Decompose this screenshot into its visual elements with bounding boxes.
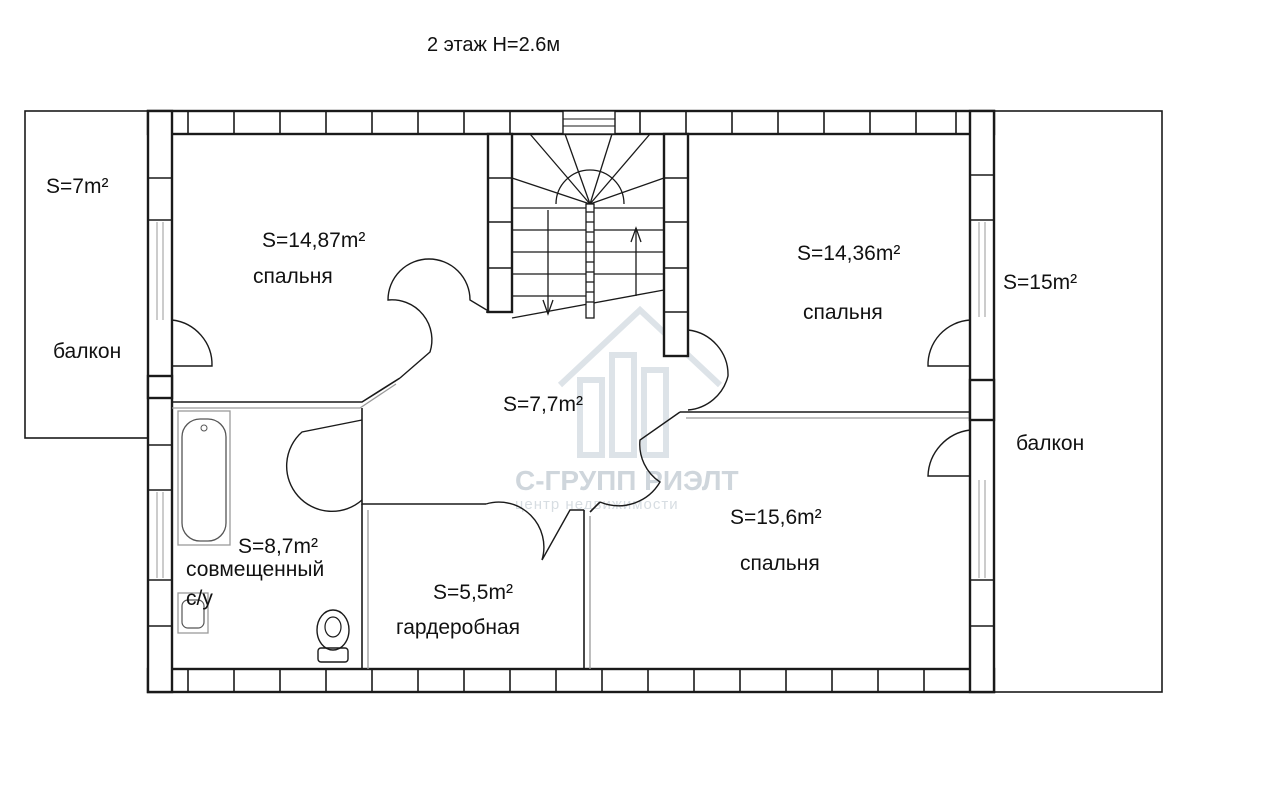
toilet: [316, 609, 350, 663]
watermark-text: С-ГРУПП РИЭЛТ: [515, 465, 739, 496]
wardrobe-area: S=5,5m²: [433, 581, 513, 604]
bedroom-ne-label: спальня: [803, 301, 883, 324]
bedroom-nw-label: спальня: [253, 265, 333, 288]
bedroom-se-area: S=15,6m²: [730, 506, 822, 529]
bedroom-ne-area: S=14,36m²: [797, 242, 900, 265]
balcony-west-label: балкон: [53, 340, 121, 363]
wardrobe-label: гардеробная: [396, 616, 520, 639]
staircase: [511, 133, 665, 319]
interior-partitions: [172, 311, 970, 669]
balcony-west-outline: [24, 110, 151, 439]
bathroom-label-line2: с/у: [186, 587, 213, 610]
wall-bricks: [148, 111, 994, 692]
watermark-logo: [557, 305, 723, 458]
window-top: [562, 110, 616, 135]
bathtub: [177, 410, 231, 546]
balcony-east-label: балкон: [1016, 432, 1084, 455]
balcony-east-area: S=15m²: [1003, 271, 1077, 294]
wall-stub-west: [146, 374, 174, 400]
windows-side: [150, 222, 992, 578]
stair-walls: [486, 132, 690, 358]
door-swings: [171, 258, 971, 561]
bathroom-label-line1: совмещенный: [186, 558, 324, 581]
watermark-subtext: центр недвижимости: [515, 496, 679, 513]
floor-title: 2 этаж Н=2.6м: [427, 34, 560, 56]
bathroom-area: S=8,7m²: [238, 535, 318, 558]
sink: [177, 592, 209, 634]
wall-stub-east: [968, 378, 996, 422]
hall-area: S=7,7m²: [503, 393, 583, 416]
balcony-west-area: S=7m²: [46, 175, 108, 198]
bedroom-se-label: спальня: [740, 552, 820, 575]
balcony-east-outline: [992, 110, 1163, 693]
bedroom-nw-area: S=14,87m²: [262, 229, 365, 252]
